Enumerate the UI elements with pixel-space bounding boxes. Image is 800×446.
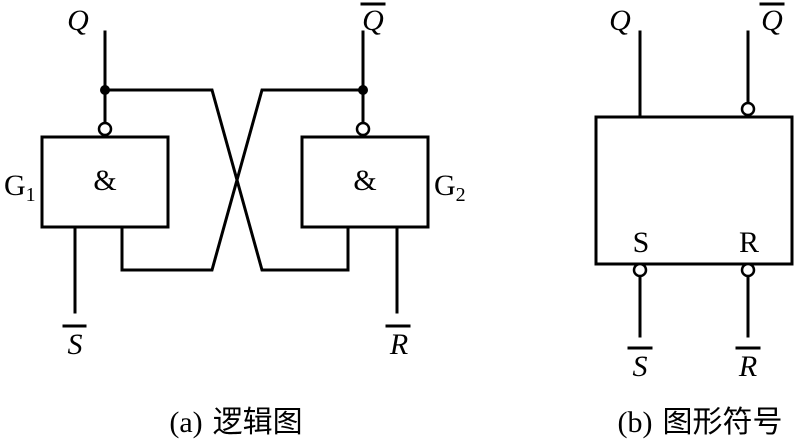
graphic-symbol: S R Q Q S R (b)图形符号 bbox=[594, 2, 794, 440]
symbol-q-bar-bubble bbox=[740, 101, 756, 117]
symbol-r-bubble bbox=[740, 262, 756, 278]
latch-symbol-box bbox=[594, 115, 794, 266]
g1-output-bubble bbox=[97, 121, 113, 137]
graphic-symbol-caption: (b)图形符号 bbox=[618, 405, 783, 440]
symbol-q-bar-label: Q bbox=[761, 4, 783, 37]
s-bar-input-label: S bbox=[68, 328, 83, 361]
symbol-r-bar-label: R bbox=[738, 350, 757, 383]
logic-diagram: & G1 & G2 Q Q S R (a)逻辑图 bbox=[4, 2, 466, 440]
q-bar-feedback-wire bbox=[120, 88, 365, 272]
symbol-q-label: Q bbox=[609, 4, 631, 37]
q-output-label: Q bbox=[67, 4, 89, 37]
r-bar-input-label: R bbox=[389, 328, 408, 361]
gate-g1-label: G1 bbox=[4, 169, 36, 206]
gate-g2-box bbox=[300, 135, 430, 229]
symbol-s-bar-label: S bbox=[633, 350, 648, 383]
g2-output-bubble bbox=[355, 121, 371, 137]
symbol-s-bubble bbox=[632, 262, 648, 278]
symbol-pin-r-label: R bbox=[739, 226, 759, 259]
gate-g2-symbol: & bbox=[353, 164, 376, 197]
logic-diagram-caption: (a)逻辑图 bbox=[169, 405, 302, 440]
q-feedback-wire bbox=[103, 88, 350, 272]
q-bar-output-label: Q bbox=[362, 4, 384, 37]
gate-g1-symbol: & bbox=[93, 164, 116, 197]
gate-g1-box bbox=[40, 135, 170, 229]
symbol-pin-s-label: S bbox=[633, 226, 650, 259]
gate-g2-label: G2 bbox=[434, 169, 466, 206]
